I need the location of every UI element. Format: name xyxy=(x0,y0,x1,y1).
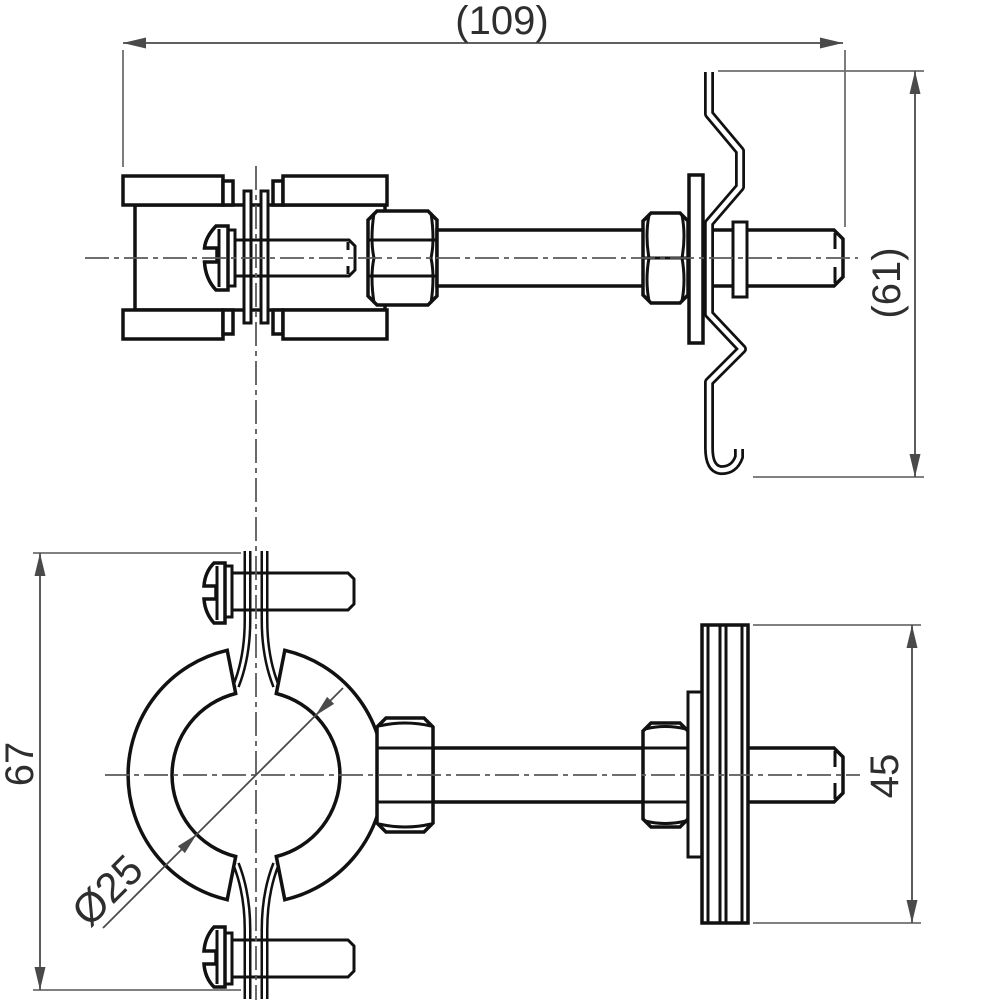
clamp-flange-top-right xyxy=(281,174,389,207)
arrowhead-bottom xyxy=(909,454,921,477)
clamp-half-left xyxy=(126,648,238,902)
rod-washer xyxy=(731,220,749,299)
arrowhead-top xyxy=(906,625,918,648)
dimension-label-clip-height: (61) xyxy=(865,247,909,318)
dimension-109: (109) xyxy=(122,0,846,227)
screw-shaft xyxy=(232,571,356,612)
arrowhead-upper xyxy=(315,696,335,716)
clamp-flange-step xyxy=(221,308,235,336)
screw-shaft xyxy=(235,238,357,278)
screw-pan-head xyxy=(202,561,227,625)
dimension-label-plate-height: 45 xyxy=(863,754,907,799)
clamp-flange-step xyxy=(221,179,235,207)
arrowhead-bottom xyxy=(906,900,918,923)
mounting-plate-edge xyxy=(687,173,705,345)
clamp-flange-top-left xyxy=(121,174,225,207)
arrowhead-bottom xyxy=(34,967,46,990)
hex-nut-chamfer-curves xyxy=(378,721,432,829)
clamp-flange-bottom-right xyxy=(281,308,389,341)
arrowhead-left xyxy=(123,37,146,49)
arrowhead-top xyxy=(34,553,46,576)
hex-nut-facet-lines xyxy=(643,746,688,804)
arrowhead-lower xyxy=(177,834,197,854)
spring-clip-core xyxy=(706,72,745,473)
centerlines xyxy=(85,166,860,1000)
screw-shaft xyxy=(232,938,356,979)
dimension-label-overall-length: (109) xyxy=(455,0,548,43)
band-ear-core xyxy=(234,863,249,999)
screw-pan-head xyxy=(202,224,230,292)
front-view-clamp-ring xyxy=(126,551,845,999)
band-ear-core xyxy=(263,551,278,687)
mounting-plate-layer-lines xyxy=(706,625,744,923)
dimension-45: 45 xyxy=(753,624,921,924)
dimension-label-pipe-diameter: Ø25 xyxy=(62,845,151,934)
arrowhead-top xyxy=(909,71,921,94)
dimension-diameter-25: Ø25 xyxy=(62,687,344,935)
hex-nut-facet-lines xyxy=(368,238,437,278)
hex-nut-chamfer-curves xyxy=(644,725,687,825)
clamp-band-ear xyxy=(242,189,253,325)
dimension-61: (61) xyxy=(718,70,924,478)
dimension-67: 67 xyxy=(0,552,241,991)
dimension-label-clamp-height: 67 xyxy=(0,742,42,787)
hex-nut-facet-lines xyxy=(377,746,433,804)
clamp-flange-bottom-left xyxy=(121,308,225,341)
arrowhead-right xyxy=(820,37,843,49)
band-ear-core xyxy=(234,551,249,687)
diameter-leader-line xyxy=(102,687,344,929)
band-ear-core xyxy=(263,863,278,999)
top-view-side-elevation xyxy=(121,72,845,476)
clamp-band-ear xyxy=(259,189,270,325)
screw-pan-head xyxy=(202,925,227,989)
clamp-half-right xyxy=(274,648,386,902)
